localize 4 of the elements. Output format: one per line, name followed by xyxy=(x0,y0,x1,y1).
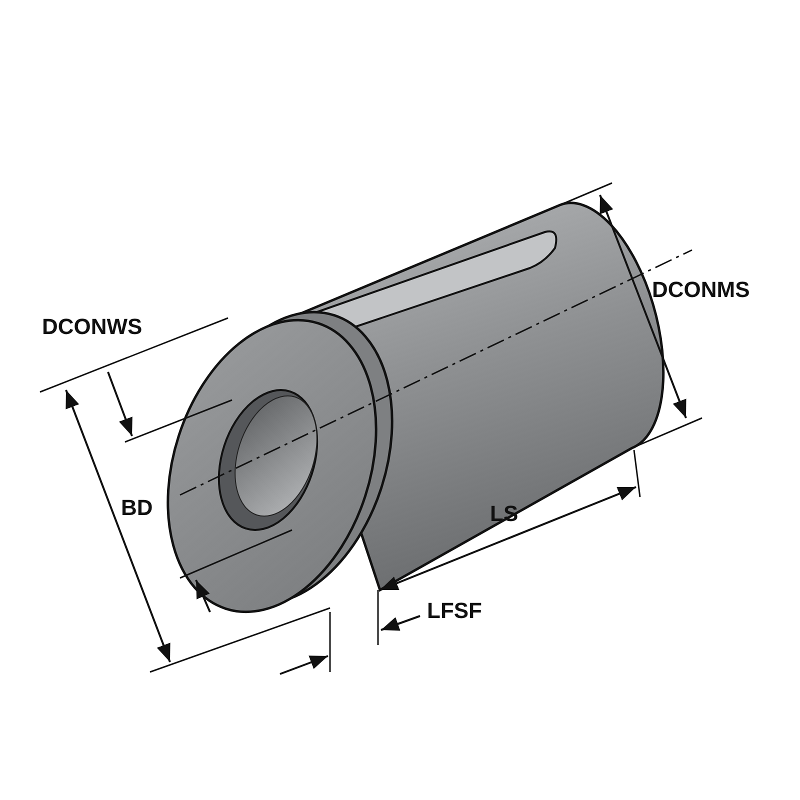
dimension-label: LFSF xyxy=(427,600,482,622)
dimension-label: DCONMS xyxy=(652,279,750,301)
dimension-label: DCONWS xyxy=(42,316,142,338)
dimension-label: BD xyxy=(121,497,153,519)
